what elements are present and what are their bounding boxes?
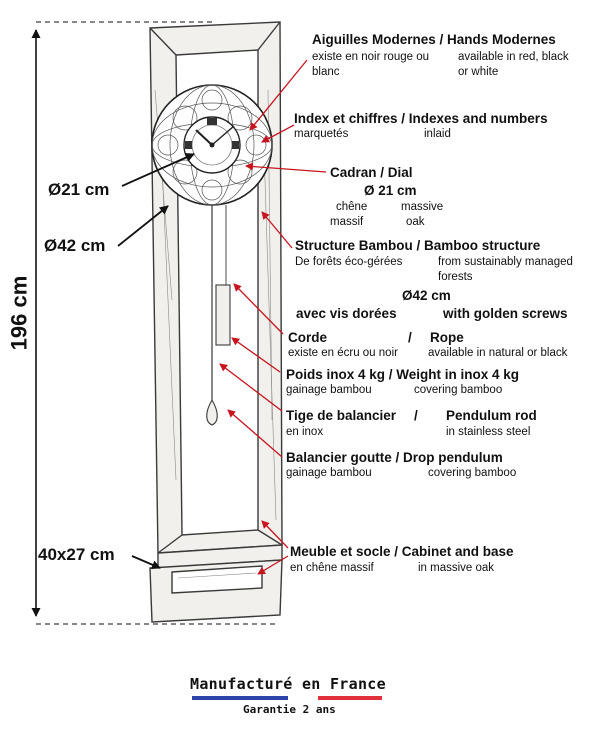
dial-fr2: massif bbox=[330, 216, 364, 228]
pendulum-assembly bbox=[206, 205, 231, 426]
bamboo-sphere bbox=[151, 84, 273, 206]
rope-fr: existe en écru ou noir bbox=[288, 347, 398, 359]
sphere-diameter-label: Ø42 cm bbox=[44, 236, 106, 255]
cabinet-base bbox=[149, 544, 283, 623]
callout-arrows bbox=[219, 59, 327, 575]
dial-size: Ø 21 cm bbox=[364, 183, 417, 198]
made-in-france-title: Manufacturé en France bbox=[190, 675, 386, 693]
dial-diameter-label: Ø21 cm bbox=[48, 180, 110, 199]
dial-fr: chêne bbox=[336, 201, 368, 213]
pendulum-fr: gainage bambou bbox=[286, 467, 372, 479]
hands-title: Aiguilles Modernes / Hands Modernes bbox=[312, 32, 556, 47]
rod-sep: / bbox=[414, 408, 418, 423]
rope-title-fr: Corde bbox=[288, 330, 328, 345]
hands-fr2: blanc bbox=[312, 66, 340, 78]
structure-title: Structure Bambou / Bamboo structure bbox=[295, 238, 541, 253]
screws-en: with golden screws bbox=[443, 306, 568, 321]
weight-fr: gainage bambou bbox=[286, 384, 372, 396]
dial-title: Cadran / Dial bbox=[330, 165, 413, 180]
weight-en: covering bamboo bbox=[414, 384, 503, 396]
flag-blue-stripe bbox=[192, 696, 288, 700]
dial-en2: oak bbox=[406, 216, 425, 228]
warranty-subtitle: Garantie 2 ans bbox=[243, 703, 336, 716]
height-label: 196 cm bbox=[6, 275, 32, 351]
rod-title-fr: Tige de balancier bbox=[286, 408, 397, 423]
height-dimension-line bbox=[31, 21, 275, 625]
structure-en: from sustainably managed bbox=[438, 256, 573, 268]
hands-en: available in red, black bbox=[458, 51, 569, 63]
dial-en: massive bbox=[401, 201, 444, 213]
rope-en: available in natural or black bbox=[428, 347, 568, 359]
cabinet-fr: en chêne massif bbox=[290, 562, 374, 574]
dimension-arrows bbox=[117, 153, 195, 569]
rope-sep: / bbox=[408, 330, 412, 345]
structure-en2: forests bbox=[438, 271, 473, 283]
rope-title-en: Rope bbox=[430, 330, 464, 345]
hands-en2: or white bbox=[458, 66, 499, 78]
rod-en: in stainless steel bbox=[446, 426, 531, 438]
indexes-fr: marquetés bbox=[294, 128, 349, 140]
indexes-title: Index et chiffres / Indexes and numbers bbox=[294, 111, 548, 126]
weight-title: Poids inox 4 kg / Weight in inox 4 kg bbox=[286, 367, 520, 382]
hands-fr: existe en noir rouge ou bbox=[312, 51, 429, 63]
screws-fr: avec vis dorées bbox=[296, 306, 397, 321]
base-size-label: 40x27 cm bbox=[38, 545, 115, 564]
rod-fr: en inox bbox=[286, 426, 324, 438]
structure-fr: De forêts éco-gérées bbox=[295, 256, 403, 268]
cabinet-title: Meuble et socle / Cabinet and base bbox=[290, 544, 514, 559]
indexes-en: inlaid bbox=[424, 128, 451, 140]
structure-size: Ø42 cm bbox=[402, 288, 451, 303]
flag-red-stripe bbox=[318, 696, 382, 700]
pendulum-title: Balancier goutte / Drop pendulum bbox=[286, 450, 503, 465]
pendulum-en: covering bamboo bbox=[428, 467, 517, 479]
rod-title-en: Pendulum rod bbox=[446, 408, 537, 423]
cabinet-en: in massive oak bbox=[418, 562, 495, 574]
